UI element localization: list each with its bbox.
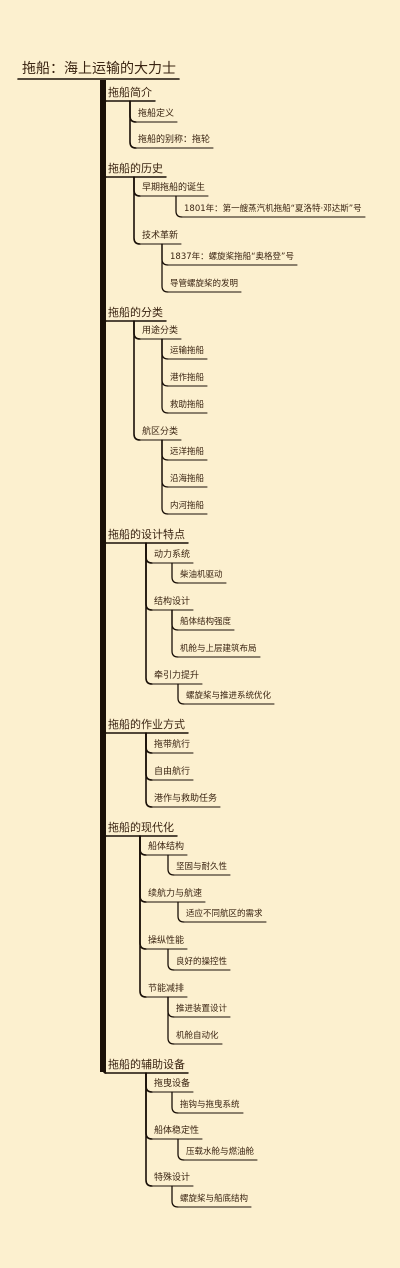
branch-connector (139, 835, 147, 856)
topic-automation[interactable]: 机舱自动化 (176, 1031, 219, 1041)
topic-traction[interactable]: 牵引力提升 (154, 671, 200, 681)
topic-definition[interactable]: 拖船定义 (138, 109, 175, 119)
topic-durability[interactable]: 坚固与耐久性 (176, 862, 228, 872)
topic-rescue-tug[interactable]: 救助拖船 (170, 400, 205, 410)
branch-connector (133, 176, 141, 197)
topic-harbor-tug[interactable]: 港作拖船 (170, 373, 205, 383)
branch-connector (133, 176, 141, 245)
topic-structure[interactable]: 结构设计 (154, 597, 191, 607)
topic-ducted-propeller[interactable]: 导管螺旋桨的发明 (170, 279, 239, 289)
branch-connector (171, 1185, 179, 1208)
branch-connector (171, 609, 179, 631)
topic-free-sailing[interactable]: 自由航行 (154, 767, 191, 777)
branch-connector (139, 835, 147, 903)
branch-connector (161, 338, 169, 414)
topic-by-use[interactable]: 用途分类 (142, 326, 179, 336)
topic-adapt[interactable]: 适应不同航区的需求 (186, 909, 263, 919)
branch-connector (175, 195, 183, 218)
branch-connector (145, 542, 153, 564)
branch-connector (161, 439, 169, 515)
topic-control[interactable]: 良好的操控性 (176, 957, 228, 967)
topic-propulsion-design[interactable]: 推进装置设计 (176, 1004, 228, 1014)
topic-propulsion-opt[interactable]: 螺旋桨与推进系统优化 (186, 691, 272, 701)
branch-classification[interactable]: 拖船的分类 (108, 306, 163, 319)
branch-connector (145, 732, 153, 754)
topic-endurance[interactable]: 续航力与航速 (148, 889, 203, 899)
topic-harbor-rescue[interactable]: 港作与救助任务 (154, 794, 218, 804)
topic-alias[interactable]: 拖船的别称：拖轮 (138, 135, 211, 145)
topic-by-area[interactable]: 航区分类 (142, 427, 179, 437)
branch-connector (171, 562, 179, 584)
topic-hull[interactable]: 船体结构 (148, 842, 185, 852)
topic-early-tugs[interactable]: 早期拖船的诞生 (142, 183, 206, 193)
topic-1837[interactable]: 1837年：螺旋桨拖船“奥格登”号 (170, 252, 294, 262)
branch-connector (129, 100, 137, 149)
branch-connector (145, 1072, 153, 1187)
branch-connector (167, 996, 175, 1045)
root-topic[interactable]: 拖船：海上运输的大力士 (22, 61, 176, 77)
branch-equipment[interactable]: 拖船的辅助设备 (108, 1058, 185, 1071)
branch-connector (145, 542, 153, 611)
topic-towing-gear[interactable]: 拖曳设备 (154, 1079, 191, 1089)
main-trunk (100, 80, 106, 1072)
branch-connector (133, 320, 141, 340)
branch-connector (139, 835, 147, 998)
branch-operation[interactable]: 拖船的作业方式 (108, 718, 185, 731)
branch-connector (171, 609, 179, 658)
topic-innovation[interactable]: 技术革新 (142, 231, 179, 241)
branch-connector (145, 1072, 153, 1140)
topic-inland-tug[interactable]: 内河拖船 (170, 501, 205, 511)
topic-layout[interactable]: 机舱与上层建筑布局 (180, 644, 257, 654)
branch-connector (167, 854, 175, 876)
branch-connector (177, 901, 185, 923)
topic-power[interactable]: 动力系统 (154, 550, 191, 560)
branch-connector (133, 320, 141, 441)
topic-propeller-bottom[interactable]: 螺旋桨与船底结构 (180, 1194, 249, 1204)
topic-hull-strength[interactable]: 船体结构强度 (180, 617, 232, 627)
topic-energy[interactable]: 节能减排 (148, 984, 185, 994)
branch-modernization[interactable]: 拖船的现代化 (108, 821, 174, 834)
topic-1801[interactable]: 1801年：第一艘蒸汽机拖船“夏洛特·邓达斯”号 (184, 204, 362, 214)
branch-connector (167, 948, 175, 971)
branch-connector (177, 683, 185, 705)
branch-connector (161, 243, 169, 293)
branch-connector (145, 1072, 153, 1093)
branch-connector (161, 243, 169, 266)
branch-connector (171, 1091, 179, 1114)
branch-connector (145, 542, 153, 685)
branch-connector (129, 100, 137, 123)
branch-history[interactable]: 拖船的历史 (108, 162, 163, 175)
branch-intro[interactable]: 拖船简介 (108, 86, 152, 99)
topic-stability[interactable]: 船体稳定性 (154, 1126, 200, 1136)
branch-connector (177, 1138, 185, 1161)
branch-connector (161, 338, 169, 360)
branch-connector (145, 732, 153, 808)
branch-connector (167, 996, 175, 1018)
topic-towing[interactable]: 拖带航行 (154, 740, 191, 750)
topic-maneuver[interactable]: 操纵性能 (148, 936, 185, 946)
topic-coastal-tug[interactable]: 沿海拖船 (170, 474, 205, 484)
branch-connector (161, 338, 169, 387)
topic-ocean-tug[interactable]: 远洋拖船 (170, 447, 205, 457)
topic-transport-tug[interactable]: 运输拖船 (170, 346, 205, 356)
branch-connector (161, 439, 169, 461)
topic-tow-hook[interactable]: 拖钩与拖曳系统 (180, 1100, 240, 1110)
branch-connector (145, 732, 153, 781)
branch-design[interactable]: 拖船的设计特点 (108, 528, 185, 541)
topic-special[interactable]: 特殊设计 (154, 1173, 191, 1183)
branch-connector (161, 439, 169, 488)
topic-diesel[interactable]: 柴油机驱动 (180, 570, 223, 580)
topic-ballast[interactable]: 压载水舱与燃油舱 (186, 1147, 255, 1157)
